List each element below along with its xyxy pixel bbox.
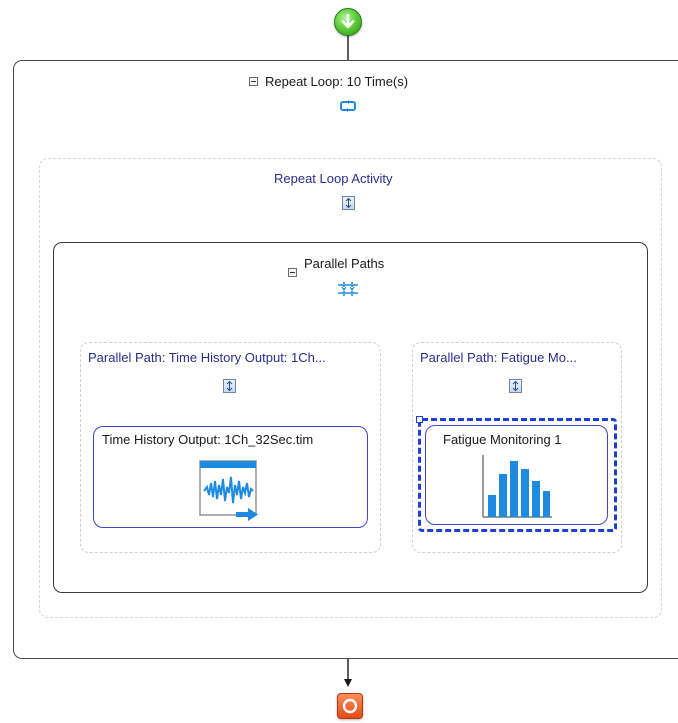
stop-icon [342, 698, 358, 714]
time-history-output-title: Time History Output: 1Ch_32Sec.tim [102, 432, 314, 447]
selection-handle[interactable] [416, 416, 423, 423]
branch-title-time-history: Parallel Path: Time History Output: 1Ch.… [88, 350, 326, 365]
repeat-loop-collapse-button[interactable] [249, 77, 258, 86]
repeat-loop-icon[interactable] [339, 100, 357, 112]
repeat-loop-activity-container[interactable] [39, 158, 662, 618]
parallel-paths-collapse-button[interactable] [288, 268, 297, 277]
sequence-icon[interactable] [342, 196, 355, 210]
parallel-path-branch-fatigue[interactable] [412, 342, 622, 553]
green-down-arrow-icon [341, 13, 355, 29]
repeat-loop-container[interactable] [13, 60, 678, 659]
sequence-icon[interactable] [509, 379, 522, 393]
repeat-loop-title: Repeat Loop: 10 Time(s) [265, 74, 409, 89]
repeat-loop-activity-title: Repeat Loop Activity [274, 171, 393, 186]
workflow-start-node[interactable] [334, 8, 362, 36]
parallel-path-branch-time-history[interactable] [80, 342, 381, 553]
workflow-end-node[interactable] [337, 693, 363, 719]
time-history-waveform-icon [199, 460, 258, 521]
selection-outline [418, 418, 617, 532]
fatigue-monitoring-title: Fatigue Monitoring 1 [443, 432, 562, 447]
parallel-paths-container[interactable] [53, 242, 648, 593]
parallel-split-icon[interactable] [337, 281, 359, 297]
sequence-icon[interactable] [223, 379, 236, 393]
parallel-paths-title: Parallel Paths [304, 256, 385, 271]
branch-title-fatigue: Parallel Path: Fatigue Mo... [420, 350, 577, 365]
fatigue-histogram-icon [482, 455, 552, 518]
